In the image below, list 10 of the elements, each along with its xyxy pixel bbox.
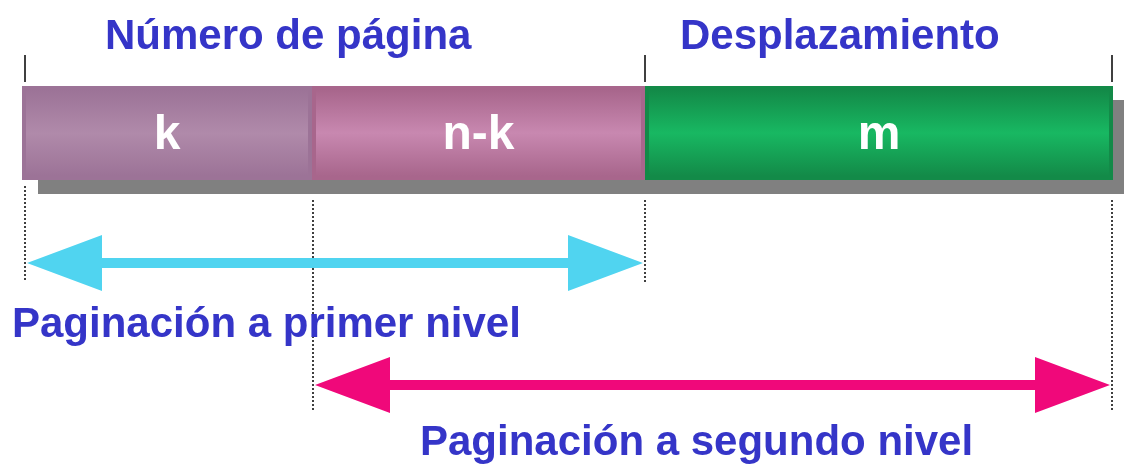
bit-field-segment	[645, 86, 1113, 180]
range-label: Paginación a segundo nivel	[420, 420, 974, 462]
bit-field-segment	[22, 86, 312, 180]
field-group-label: Desplazamiento	[680, 14, 1000, 56]
range-label: Paginación a primer nivel	[12, 302, 521, 344]
field-label: n-k	[442, 109, 515, 157]
field-label: k	[153, 109, 181, 157]
field-label: m	[857, 109, 901, 157]
field-group-label: Número de página	[105, 14, 472, 56]
bit-field-segment	[312, 86, 645, 180]
